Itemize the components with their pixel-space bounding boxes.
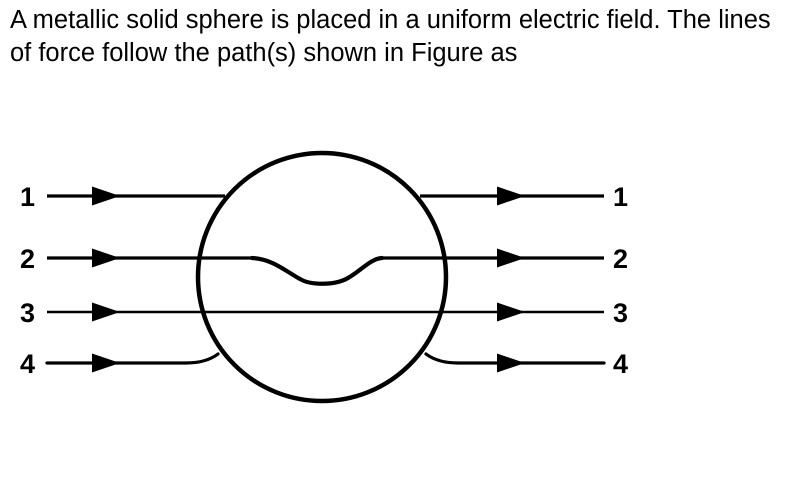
field-line-2-right-arrowhead — [497, 248, 525, 268]
field-line-1-right-label: 1 — [613, 182, 628, 212]
field-line-3-right-label: 3 — [613, 298, 628, 328]
field-line-1-left-label: 1 — [20, 182, 35, 212]
field-line-4-right-segment — [424, 352, 606, 365]
field-line-3-left-arrowhead — [92, 302, 120, 322]
field-line-4-left-arrowhead — [92, 353, 120, 373]
field-line-3-right-arrowhead — [497, 302, 525, 322]
field-line-4-right-arrowhead — [497, 353, 525, 373]
field-line-4-left-label: 4 — [20, 349, 35, 379]
question-text: A metallic solid sphere is placed in a u… — [10, 6, 778, 67]
field-line-4-right-label: 4 — [613, 349, 628, 379]
field-line-1-left-arrowhead — [92, 186, 120, 206]
field-line-2-left-label: 2 — [20, 244, 35, 274]
field-line-1-right-arrowhead — [497, 186, 525, 206]
field-line-4-left-segment — [45, 352, 220, 365]
field-line-2-left-arrowhead — [92, 248, 120, 268]
field-line-2-right-label: 2 — [613, 244, 628, 274]
figure-container: 1 1 2 2 3 3 4 4 — [0, 130, 800, 430]
field-line-3-left-label: 3 — [20, 298, 35, 328]
field-line-2-wave-inside-sphere — [249, 255, 385, 286]
field-line-diagram: 1 1 2 2 3 3 4 4 — [20, 150, 628, 404]
metallic-sphere-outline — [195, 150, 449, 404]
